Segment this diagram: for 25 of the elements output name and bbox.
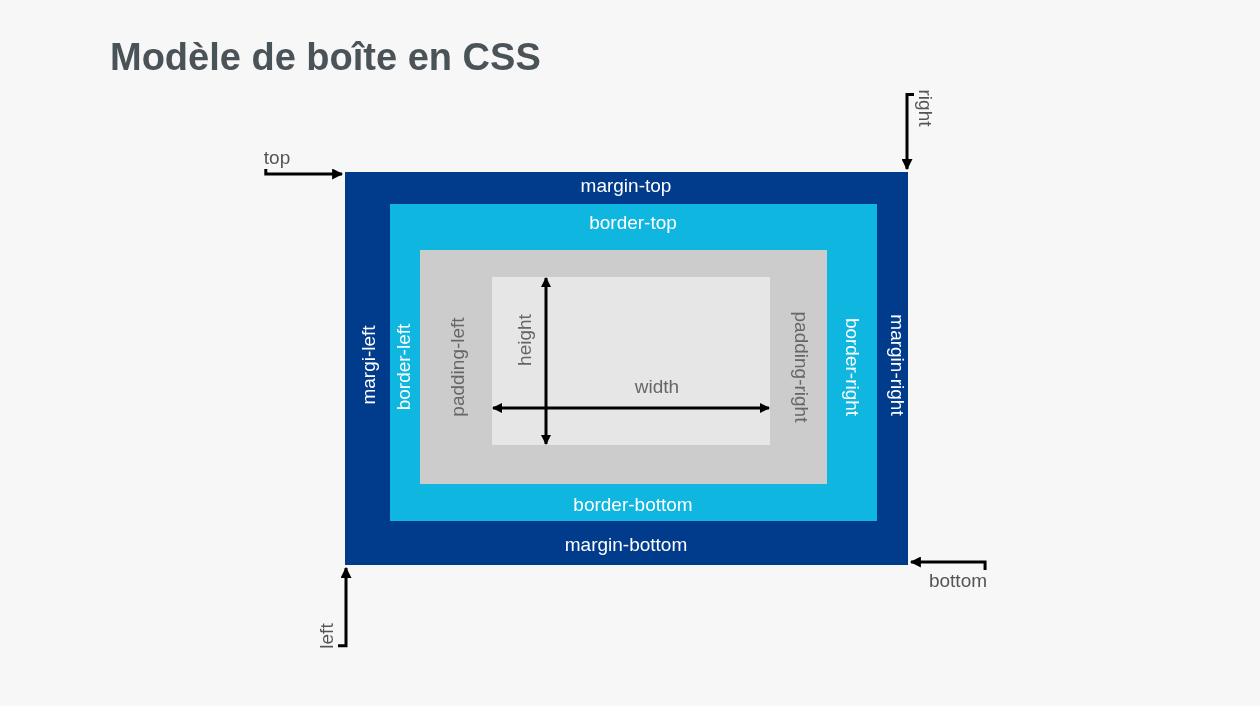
arrow <box>909 556 987 570</box>
margin-label: margin-right <box>886 314 908 416</box>
padding-area <box>420 250 827 484</box>
border-label: border-right <box>841 317 863 417</box>
side-label: top <box>263 147 291 169</box>
arrow <box>264 168 344 180</box>
content-area <box>492 277 770 445</box>
side-label: right <box>914 89 936 127</box>
arrow <box>901 93 914 171</box>
margin-label: margin-top <box>580 175 672 197</box>
side-label: left <box>316 623 338 649</box>
border-label: border-left <box>393 323 415 411</box>
margin-label: margi-left <box>358 325 380 405</box>
padding-label: padding-left <box>447 317 469 417</box>
margin-area <box>345 172 908 565</box>
border-label: border-bottom <box>573 494 693 516</box>
arrow <box>338 566 352 648</box>
margin-label: margin-bottom <box>564 534 688 556</box>
padding-label: padding-right <box>790 311 812 423</box>
border-label: border-top <box>589 212 677 234</box>
border-area <box>390 204 877 521</box>
dimension-label: height <box>514 314 536 366</box>
dimension-label: width <box>634 376 680 398</box>
title: Modèle de boîte en CSS <box>110 36 541 79</box>
side-label: bottom <box>928 570 988 592</box>
